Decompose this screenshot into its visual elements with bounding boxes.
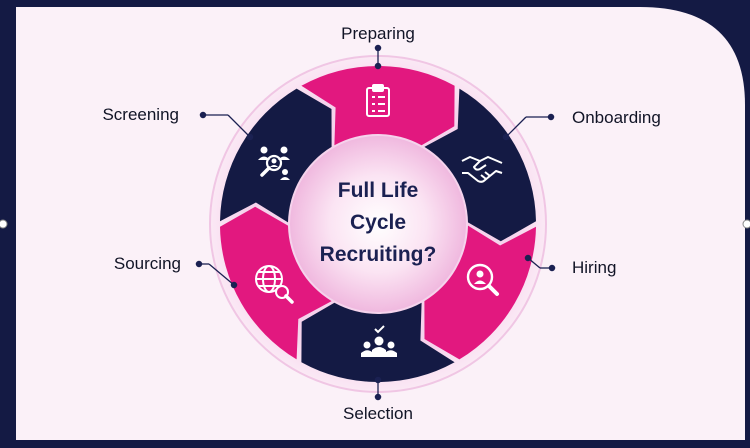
segment-hiring	[424, 225, 536, 360]
globe-search-icon	[255, 265, 294, 304]
left-edge-handle	[0, 219, 8, 229]
stage-label-hiring: Hiring	[572, 258, 616, 277]
connector-hiring	[524, 254, 556, 272]
magnifier-person-icon	[466, 263, 499, 296]
stage-label-screening: Screening	[102, 105, 179, 124]
center-title-line-2: Cycle	[350, 211, 406, 234]
stage-label-sourcing: Sourcing	[114, 254, 181, 273]
team-search-icon	[258, 146, 290, 180]
handshake-icon	[461, 156, 503, 183]
segment-sourcing	[220, 206, 332, 360]
stage-label-selection: Selection	[343, 404, 413, 423]
connector-selection	[374, 376, 382, 401]
stage-label-onboarding: Onboarding	[572, 108, 661, 127]
stage-label-preparing: Preparing	[341, 24, 415, 43]
segment-preparing	[301, 65, 455, 146]
center-circle	[290, 136, 466, 312]
connector-screening	[199, 111, 254, 141]
right-edge-handle	[742, 219, 750, 229]
connector-preparing	[374, 44, 382, 70]
center-title-line-1: Full Life	[338, 179, 419, 202]
connector-sourcing	[195, 260, 238, 289]
center-title-line-3: Recruiting?	[320, 243, 437, 266]
segment-onboarding	[424, 88, 536, 242]
group-checkmark-icon	[361, 325, 397, 357]
connector-onboarding	[502, 113, 555, 141]
clipboard-checklist-icon	[366, 84, 390, 117]
